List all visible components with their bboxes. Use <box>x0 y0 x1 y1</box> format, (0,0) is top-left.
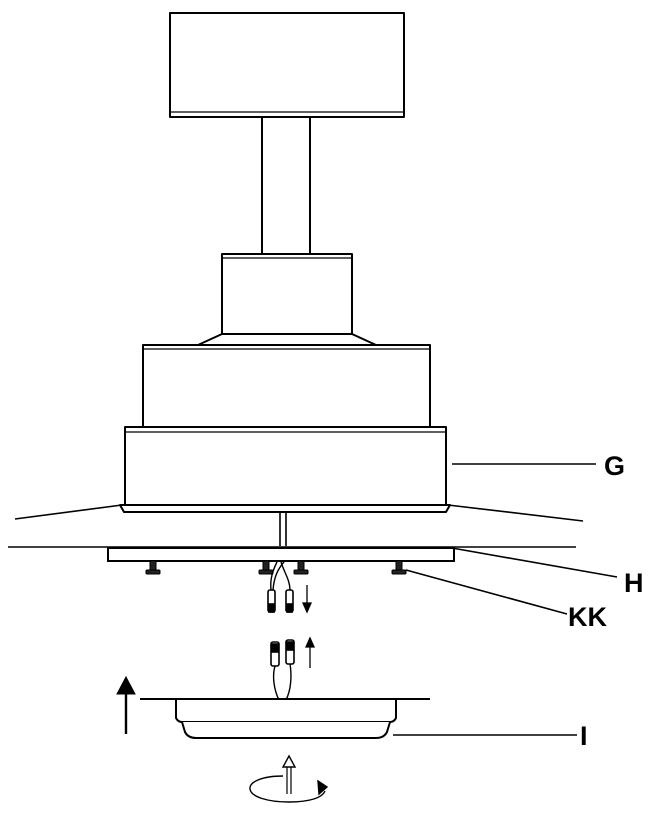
motor-shoulder <box>197 333 377 346</box>
label-i: I <box>580 721 588 751</box>
motor-bottom-rim <box>119 504 451 513</box>
arrow-up-icon <box>304 636 316 668</box>
leader-line-kk <box>405 569 568 615</box>
lower-wire-connectors <box>270 639 295 667</box>
hub-connector <box>279 512 287 546</box>
label-kk: KK <box>568 602 607 632</box>
leader-line-h <box>451 547 618 578</box>
screw-2 <box>258 560 274 575</box>
screw-4 <box>391 560 407 575</box>
label-g: G <box>604 451 625 481</box>
leader-lines <box>393 463 618 736</box>
blade-right-upper-edge <box>447 504 584 522</box>
upper-wire-connectors <box>267 589 294 613</box>
blade-left-upper-edge <box>14 504 123 520</box>
switch-housing-plate <box>107 547 455 562</box>
ceiling-canopy <box>169 12 405 118</box>
light-kit-bowl <box>181 721 391 739</box>
motor-collar <box>221 253 353 337</box>
rotate-arrow-icon <box>249 754 329 803</box>
light-kit <box>140 698 430 739</box>
label-h: H <box>624 568 644 598</box>
fan-body <box>119 12 451 513</box>
light-kit-upper-body <box>175 700 397 723</box>
upper-wires <box>267 561 294 613</box>
screw-1 <box>145 560 161 575</box>
motor-housing-upper <box>142 344 431 428</box>
arrow-down-icon <box>301 585 313 614</box>
large-arrow-up-icon <box>116 675 136 734</box>
screw-3 <box>293 560 309 575</box>
motor-housing-lower <box>124 426 447 506</box>
lower-wires <box>270 639 295 701</box>
downrod <box>261 116 311 255</box>
